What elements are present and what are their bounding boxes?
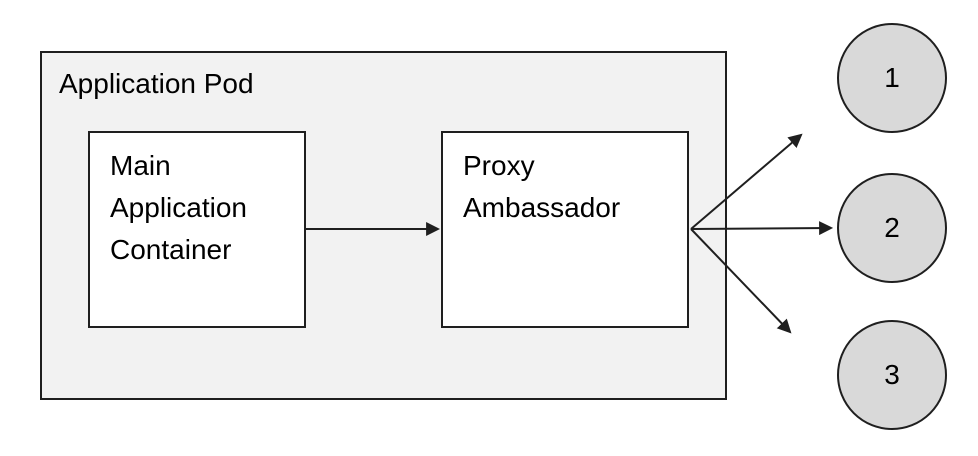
node-main-application-container: Main Application Container [88,131,306,328]
node-main-application-container-label: Main Application Container [110,150,247,265]
endpoint-circle-1: 1 [837,23,947,133]
endpoint-circle-2: 2 [837,173,947,283]
endpoint-circle-3-label: 3 [884,359,900,390]
application-pod-label: Application Pod [59,68,254,99]
endpoint-circle-1-label: 1 [884,62,900,93]
node-proxy-ambassador-label: Proxy Ambassador [463,150,621,223]
node-proxy-ambassador: Proxy Ambassador [441,131,689,328]
endpoint-circle-3: 3 [837,320,947,430]
endpoint-circle-2-label: 2 [884,212,900,243]
